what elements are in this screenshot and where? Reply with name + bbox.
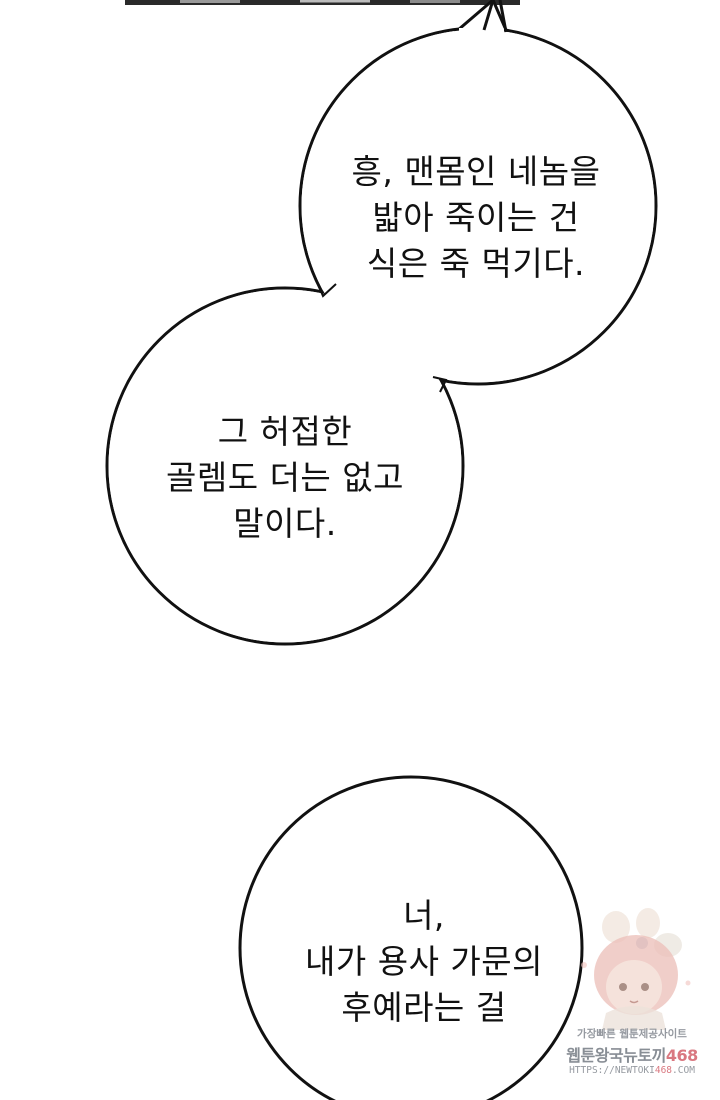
- top-art-strip: [0, 0, 720, 6]
- speech-bubble-3-text: 너, 내가 용사 가문의 후예라는 걸: [254, 893, 594, 1031]
- bubble-1-line-3: 식은 죽 먹기다.: [366, 244, 586, 283]
- watermark-url-suffix: .COM: [672, 1065, 695, 1076]
- speech-bubble-2-text: 그 허접한 골렘도 더는 없고 말이다.: [130, 409, 440, 547]
- watermark-tagline: 가장빠른 웹툰제공사이트: [577, 1028, 687, 1040]
- watermark-url-main: HTTPS://NEWTOKI: [569, 1065, 655, 1076]
- speech-bubble-group-1: [105, 0, 658, 646]
- watermark-site-number: 468: [665, 1046, 698, 1065]
- bubble-1-line-1: 흥, 맨몸인 네놈을: [351, 152, 601, 191]
- bubble-2-line-3: 말이다.: [233, 504, 337, 543]
- bubble-3-line-2: 내가 용사 가문의: [305, 942, 543, 981]
- bubble-2-line-2: 골렘도 더는 없고: [166, 458, 404, 497]
- bunny-mascot-icon: [581, 908, 691, 1030]
- speech-bubble-3: [238, 775, 584, 1100]
- watermark-url-number: 468: [654, 1065, 673, 1076]
- site-watermark: 가장빠른 웹툰제공사이트 웹툰왕국뉴토끼468 HTTPS://NEWTOKI4…: [548, 905, 716, 1085]
- bubble-1-line-2: 밟아 죽이는 건: [372, 198, 580, 237]
- watermark-site-name-main: 웹툰왕국뉴토끼: [566, 1046, 666, 1065]
- watermark-url: HTTPS://NEWTOKI468.COM: [548, 1065, 716, 1076]
- watermark-site-name: 웹툰왕국뉴토끼468: [548, 1042, 716, 1066]
- bubble-3-line-3: 후예라는 걸: [341, 988, 507, 1027]
- bubble-3-line-1: 너,: [403, 896, 445, 935]
- bubble-2-line-1: 그 허접한: [217, 412, 353, 451]
- speech-bubble-1-text: 흥, 맨몸인 네놈을 밟아 죽이는 건 식은 죽 먹기다.: [326, 149, 626, 287]
